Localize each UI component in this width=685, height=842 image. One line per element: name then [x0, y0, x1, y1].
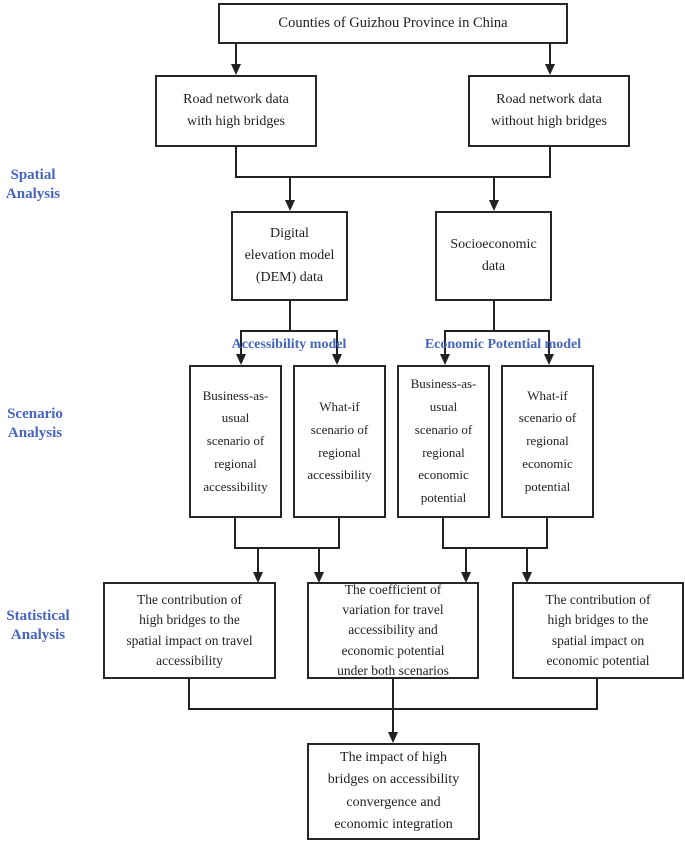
- connector-economic-split-bar: [444, 330, 550, 332]
- arrowhead-dem: [285, 200, 295, 211]
- connector-whatif-accessibility-down: [338, 518, 340, 549]
- arrowhead-contribution-economic: [522, 572, 532, 583]
- box-road-with-bridges: Road network data with high bridges: [155, 75, 317, 147]
- connector-to-whatif-economic: [548, 332, 550, 355]
- box-whatif-accessibility-scenario: What-if scenario of regional accessibili…: [293, 365, 386, 518]
- connector-to-contribution-economic: [526, 549, 528, 572]
- arrowhead-road-left: [231, 64, 241, 75]
- box-whatif-economic-scenario: What-if scenario of regional economic po…: [501, 365, 594, 518]
- box-contribution-travel-accessibility: The contribution of high bridges to the …: [103, 582, 276, 679]
- arrowhead-contribution-accessibility: [253, 572, 263, 583]
- connector-to-impact: [392, 710, 394, 733]
- connector-bau-economic-down: [442, 518, 444, 549]
- box-socioeconomic-data: Socioeconomic data: [435, 211, 552, 301]
- box-road-without-bridges: Road network data without high bridges: [468, 75, 630, 147]
- label-statistical-analysis: Statistical Analysis: [6, 608, 70, 644]
- connector-final-merge-bar: [188, 708, 598, 710]
- connector-top-to-road-left: [235, 44, 237, 65]
- box-bau-economic-scenario: Business-as- usual scenario of regional …: [397, 365, 490, 518]
- connector-contribution-accessibility-down: [188, 679, 190, 710]
- connector-accessibility-split-bar: [240, 330, 338, 332]
- box-coefficient-of-variation: The coefficient of variation for travel …: [307, 582, 479, 679]
- arrowhead-bau-economic: [440, 354, 450, 365]
- connector-accessibility-merge-bar: [234, 547, 340, 549]
- connector-to-bau-accessibility: [240, 332, 242, 355]
- connector-contribution-economic-down: [596, 679, 598, 710]
- connector-to-dem: [289, 178, 291, 201]
- connector-economic-merge-bar: [442, 547, 548, 549]
- connector-to-contribution-accessibility: [257, 549, 259, 572]
- arrowhead-bau-accessibility: [236, 354, 246, 365]
- connector-to-socioeconomic: [493, 178, 495, 201]
- label-accessibility-model: Accessibility model: [231, 337, 347, 352]
- box-counties-guizhou: Counties of Guizhou Province in China: [218, 3, 568, 44]
- box-impact-conclusion: The impact of high bridges on accessibil…: [307, 743, 480, 840]
- box-contribution-economic-potential: The contribution of high bridges to the …: [512, 582, 684, 679]
- connector-top-to-road-right: [549, 44, 551, 65]
- connector-road-left-down: [235, 147, 237, 178]
- connector-whatif-economic-down: [546, 518, 548, 549]
- arrowhead-socioeconomic: [489, 200, 499, 211]
- connector-bau-accessibility-down: [234, 518, 236, 549]
- arrowhead-whatif-accessibility: [332, 354, 342, 365]
- connector-socioeconomic-down: [493, 301, 495, 332]
- arrowhead-road-right: [545, 64, 555, 75]
- label-scenario-analysis: Scenario Analysis: [7, 406, 63, 442]
- connector-coefficient-down: [392, 679, 394, 710]
- connector-road-right-down: [549, 147, 551, 178]
- connector-accessibility-to-coefficient: [318, 549, 320, 572]
- label-economic-potential-model: Economic Potential model: [424, 337, 582, 352]
- connector-dem-down: [289, 301, 291, 332]
- arrowhead-coefficient-left: [314, 572, 324, 583]
- connector-to-bau-economic: [444, 332, 446, 355]
- arrowhead-whatif-economic: [544, 354, 554, 365]
- arrowhead-impact: [388, 732, 398, 743]
- label-spatial-analysis: Spatial Analysis: [5, 167, 61, 203]
- connector-to-whatif-accessibility: [336, 332, 338, 355]
- arrowhead-coefficient-right: [461, 572, 471, 583]
- box-dem-data: Digital elevation model (DEM) data: [231, 211, 348, 301]
- box-bau-accessibility-scenario: Business-as- usual scenario of regional …: [189, 365, 282, 518]
- connector-road-merge-bar: [235, 176, 551, 178]
- connector-economic-to-coefficient: [465, 549, 467, 572]
